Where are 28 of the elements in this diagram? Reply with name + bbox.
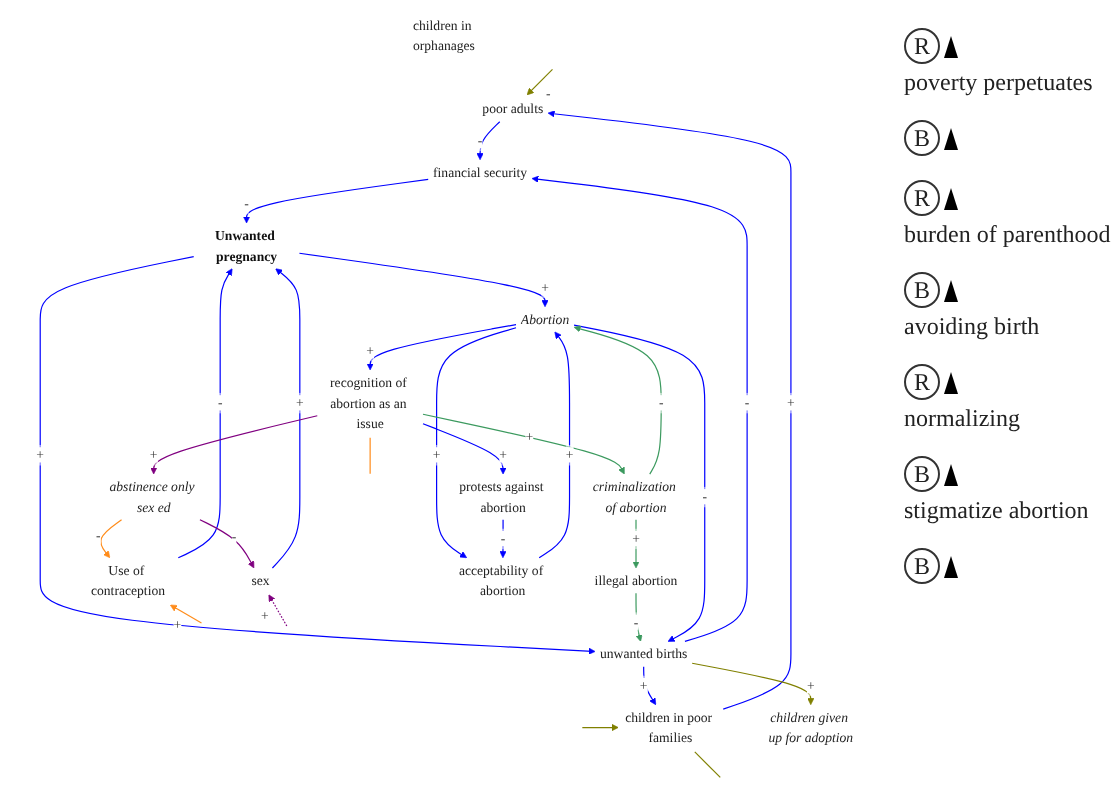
loop-marker: B [904, 456, 940, 492]
arrow [100, 519, 123, 559]
arrow [39, 255, 596, 655]
arrow [538, 331, 571, 559]
arrow [643, 666, 657, 706]
arrow [268, 594, 288, 627]
arrow [199, 519, 255, 569]
arrow [422, 413, 625, 475]
arrow [271, 268, 301, 569]
arrow [547, 110, 792, 710]
connector [369, 437, 371, 475]
loop-name: poverty perpetuates [904, 68, 1095, 96]
loop-marker: R [904, 180, 940, 216]
loop-marker: B [904, 548, 940, 584]
arrow [436, 327, 517, 559]
loop-marker: R [904, 364, 940, 400]
loop-name: burden of parenthood [904, 220, 1112, 248]
arrow [581, 724, 619, 732]
arrow [170, 604, 203, 624]
loop-marker: B [904, 120, 940, 156]
loop-marker: R [904, 28, 940, 64]
arrow [177, 268, 233, 559]
loop-name: stigmatize abortion [904, 496, 1091, 524]
arrow [526, 68, 554, 96]
loop-marker: B [904, 272, 940, 308]
connector [694, 751, 721, 778]
loop-name: avoiding birth [904, 312, 1042, 340]
loop-name: normalizing [904, 404, 1022, 432]
